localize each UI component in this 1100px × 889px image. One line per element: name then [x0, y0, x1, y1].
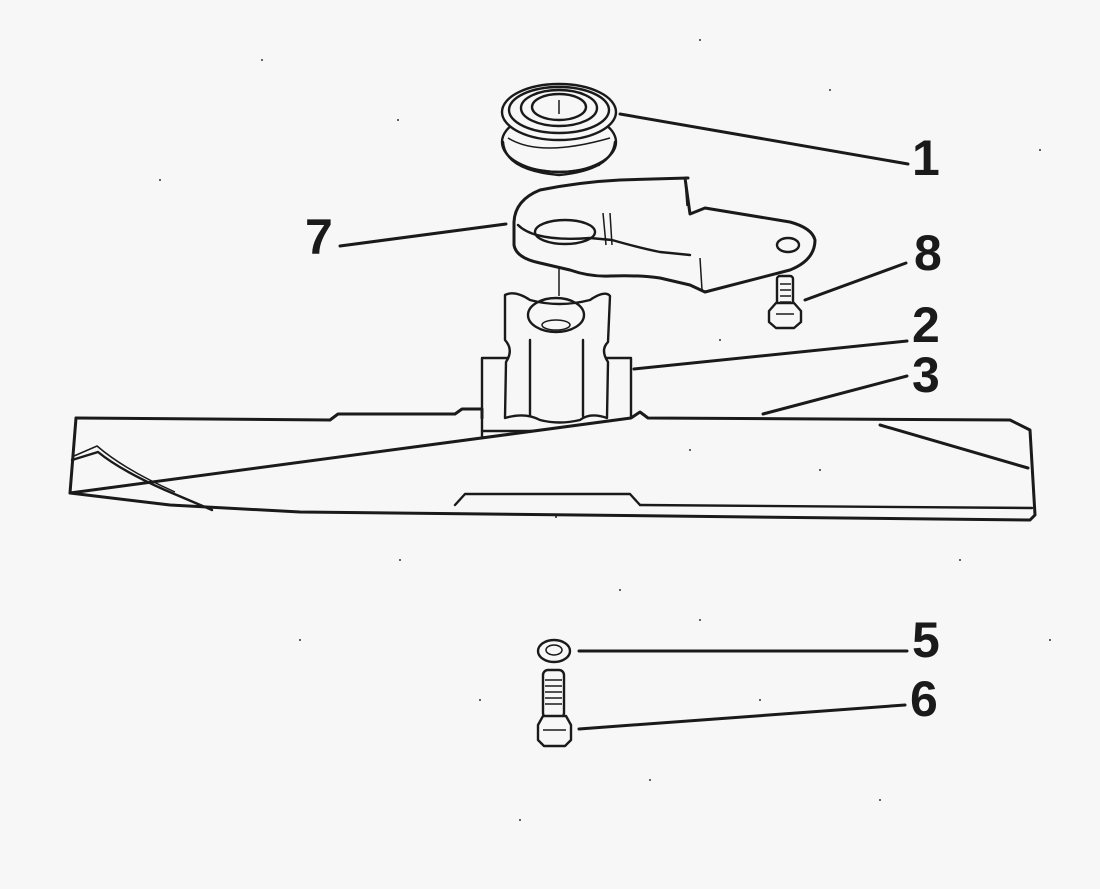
belt-guard-part [512, 176, 817, 294]
blade-part [68, 407, 1037, 522]
blade-bolt-part [536, 668, 573, 748]
scan-noise [159, 39, 1051, 821]
leader-3 [761, 374, 909, 416]
guard-bolt-part [767, 274, 803, 330]
callout-1: 1 [912, 130, 940, 186]
callout-5: 5 [912, 612, 940, 668]
callout-6: 6 [910, 671, 938, 727]
leader-8 [803, 261, 908, 302]
callout-8: 8 [914, 225, 942, 281]
callout-7: 7 [305, 209, 333, 265]
pulley-part [500, 82, 618, 177]
leader-6 [577, 703, 907, 731]
callout-3: 3 [912, 347, 940, 403]
leader-2 [632, 339, 909, 371]
leader-1 [618, 112, 910, 166]
callout-2: 2 [912, 297, 940, 353]
leader-7 [338, 222, 508, 248]
washer-part [536, 638, 572, 664]
